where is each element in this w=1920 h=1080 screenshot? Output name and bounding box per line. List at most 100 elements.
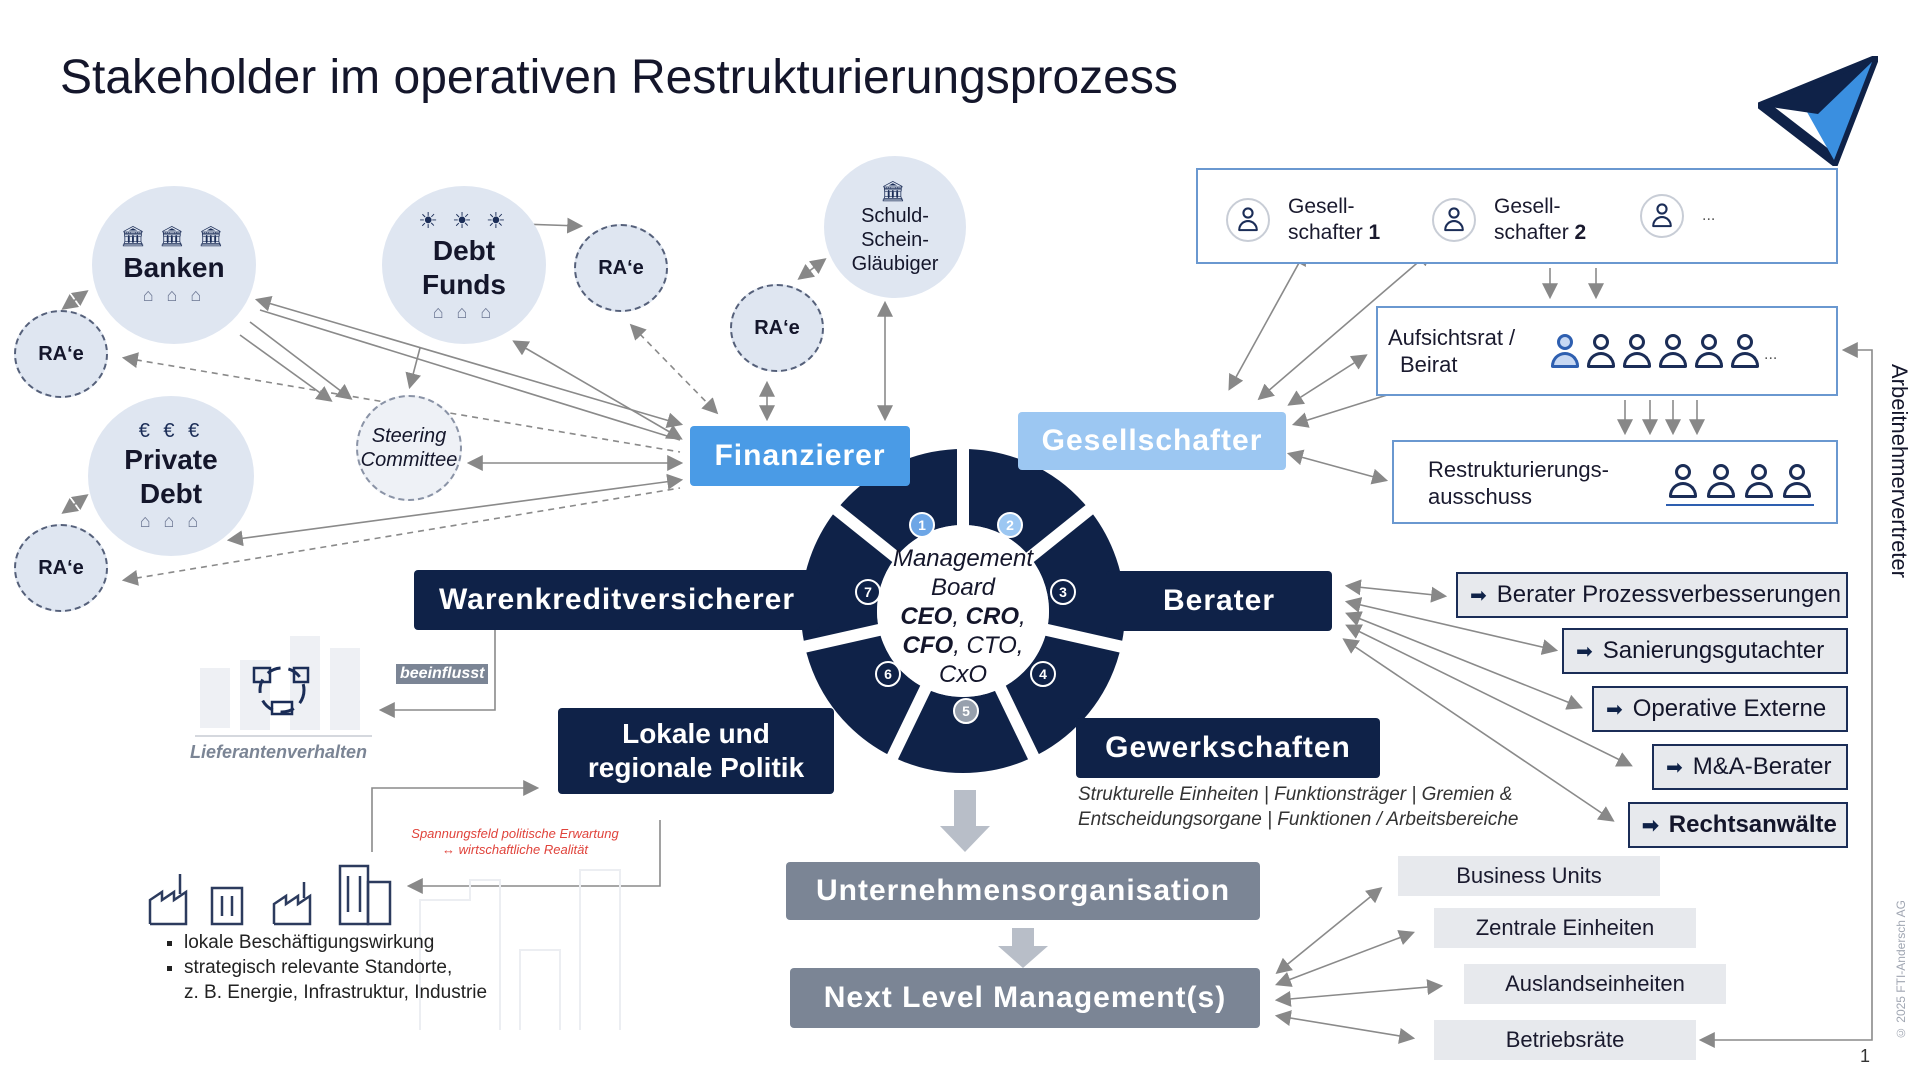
ring-number-2: 2 — [997, 512, 1023, 538]
beeinflusst-label: beeinflusst — [396, 664, 489, 684]
node-ra-banken: RA‘e — [14, 310, 108, 398]
restrukt-line1: Restrukturierungs- — [1428, 457, 1609, 482]
aufsichtsrat-label: Aufsichtsrat / Beirat — [1388, 324, 1515, 378]
aufsichtsrat-box: Aufsichtsrat / Beirat ... — [1376, 306, 1838, 396]
shareholder-2-line1: Gesell- — [1494, 195, 1561, 218]
shareholder-2-line2: schafter — [1494, 221, 1569, 244]
bullet-beschaeftigung: lokale Beschäftigungswirkung — [184, 930, 487, 955]
bullet-energie: z. B. Energie, Infrastruktur, Industrie — [184, 982, 488, 1003]
ring-number-5: 5 — [953, 698, 979, 724]
advisor-sanierungsgutachter: ➡ Sanierungsgutachter — [1562, 628, 1848, 674]
advisor-label: Berater Prozessverbesserungen — [1496, 581, 1841, 608]
ra-label: RA‘e — [38, 342, 84, 365]
advisor-rechtsanwaelte: ➡ Rechtsanwälte — [1628, 802, 1848, 848]
arrow-right-icon: ➡ — [1576, 640, 1593, 663]
page-number: 1 — [1860, 1046, 1871, 1066]
lieferantenverhalten-label: Lieferantenverhalten — [190, 742, 368, 762]
advisor-label: M&A-Berater — [1692, 753, 1832, 780]
mb-cro: CRO — [965, 603, 1020, 630]
shareholder-more: ... — [1640, 194, 1715, 238]
shareholder-1-line1: Gesell- — [1288, 195, 1355, 218]
mb-cfo: CFO — [902, 632, 954, 659]
advisor-label: Operative Externe — [1632, 695, 1827, 722]
person-icon — [1226, 198, 1270, 242]
node-ra-schuldschein: RA‘e — [730, 284, 824, 372]
node-private-debt: € € € Private Debt ⌂ ⌂ ⌂ — [88, 396, 254, 556]
city-buildings-icon — [148, 864, 392, 926]
ring-number-3: 3 — [1050, 579, 1076, 605]
shareholder-1: Gesell-schafter 1 — [1226, 194, 1380, 246]
node-ra-debt-funds: RA‘e — [574, 224, 668, 312]
aufsichtsrat-line2: Beirat — [1400, 352, 1458, 377]
unit-betriebsraete: Betriebsräte — [1434, 1020, 1696, 1060]
shareholder-2-num: 2 — [1574, 221, 1587, 244]
aufsichtsrat-line1: Aufsichtsrat / — [1388, 325, 1516, 350]
node-ra-private-debt: RA‘e — [14, 524, 108, 612]
board-more-label: ... — [1764, 346, 1778, 363]
advisor-label: Rechtsanwälte — [1668, 811, 1837, 838]
ra-label: RA‘e — [38, 556, 84, 579]
node-schuldschein: 🏛 Schuld- Schein- Gläubiger — [824, 156, 966, 298]
person-icon — [1432, 198, 1476, 242]
gewerkschaften-note-line2: Entscheidungsorgane | Funktionen / Arbei… — [1078, 809, 1519, 830]
page-title: Stakeholder im operativen Restrukturieru… — [60, 51, 1178, 104]
shareholder-2: Gesell-schafter 2 — [1432, 194, 1586, 246]
person-icon — [1640, 194, 1684, 238]
org-next-level-management: Next Level Management(s) — [790, 968, 1260, 1028]
ring-number-4: 4 — [1030, 661, 1056, 687]
arrow-right-icon: ➡ — [1642, 814, 1659, 837]
restrukturierungsausschuss-box: Restrukturierungs- ausschuss — [1392, 440, 1838, 524]
advisor-operative-externe: ➡Operative Externe — [1592, 686, 1848, 732]
sun-icon: ☀ ☀ ☀ — [418, 207, 510, 233]
private-debt-line1: Private — [124, 444, 218, 475]
category-warenkreditversicherer: Warenkreditversicherer — [414, 570, 820, 630]
shareholder-more-label: ... — [1702, 207, 1716, 224]
banken-label: Banken — [123, 252, 225, 283]
board-members-icons: ... — [1548, 332, 1777, 372]
debt-funds-line1: Debt — [432, 234, 496, 266]
company-logo — [1758, 56, 1878, 166]
unit-business-units: Business Units — [1398, 856, 1660, 896]
bullet-standorte: strategisch relevante Standorte, — [184, 955, 487, 980]
advisor-label: Sanierungsgutachter — [1602, 637, 1825, 664]
politik-bullets: lokale Beschäftigungswirkung strategisch… — [148, 930, 487, 1005]
house-icon: ⌂ ⌂ ⌂ — [432, 301, 496, 322]
bank-icon: 🏛 — [880, 180, 910, 203]
category-gewerkschaften: Gewerkschaften — [1076, 718, 1380, 778]
mb-line1: Management — [892, 545, 1034, 572]
ra-label: RA‘e — [598, 256, 644, 279]
steering-line1: Steering — [371, 425, 447, 447]
management-board-label: Management Board CEO, CRO, CFO, CTO, CxO — [878, 544, 1048, 689]
mb-cto: CTO — [966, 632, 1017, 659]
restrukt-line2: ausschuss — [1428, 484, 1532, 509]
category-gesellschafter: Gesellschafter — [1018, 412, 1286, 470]
mb-roles-1: CEO, CRO, — [900, 603, 1026, 630]
spannungsfeld-line2: ↔ wirtschaftliche Realität — [442, 842, 588, 857]
unit-zentrale-einheiten: Zentrale Einheiten — [1434, 908, 1696, 948]
house-icon: ⌂ ⌂ ⌂ — [139, 511, 203, 531]
unit-auslandseinheiten: Auslandseinheiten — [1464, 964, 1726, 1004]
spannungsfeld-line1: Spannungsfeld politische Erwartung — [411, 826, 619, 841]
arbeitnehmervertreter-label: Arbeitnehmervertreter — [1887, 364, 1912, 578]
mb-line2: Board — [930, 574, 996, 601]
committee-members-icons — [1666, 462, 1814, 506]
mb-ceo: CEO — [900, 603, 953, 630]
ring-number-6: 6 — [875, 661, 901, 687]
advisor-ma-berater: ➡ M&A-Berater — [1652, 744, 1848, 790]
org-unternehmensorganisation: Unternehmensorganisation — [786, 862, 1260, 920]
house-icon: ⌂ ⌂ ⌂ — [142, 285, 206, 305]
schuld-line1: Schuld- — [861, 204, 929, 227]
schuld-line3: Gläubiger — [851, 252, 939, 275]
arrow-right-icon: ➡ — [1666, 756, 1683, 779]
private-debt-line2: Debt — [139, 478, 203, 509]
advisor-prozessverbesserungen: ➡Berater Prozessverbesserungen — [1456, 572, 1848, 618]
node-steering-committee: Steering Committee — [356, 395, 462, 501]
ra-label: RA‘e — [754, 316, 800, 339]
bank-icon: 🏛 🏛 🏛 — [120, 226, 228, 248]
steering-line2: Committee — [360, 449, 458, 471]
shareholder-box: Gesell-schafter 1 Gesell-schafter 2 ... — [1196, 168, 1838, 264]
lokale-line2: regionale Politik — [587, 752, 805, 783]
money-hand-icon: € € € — [138, 420, 204, 442]
category-finanzierer: Finanzierer — [690, 426, 910, 486]
node-debt-funds: ☀ ☀ ☀ Debt Funds ⌂ ⌂ ⌂ — [382, 186, 546, 344]
